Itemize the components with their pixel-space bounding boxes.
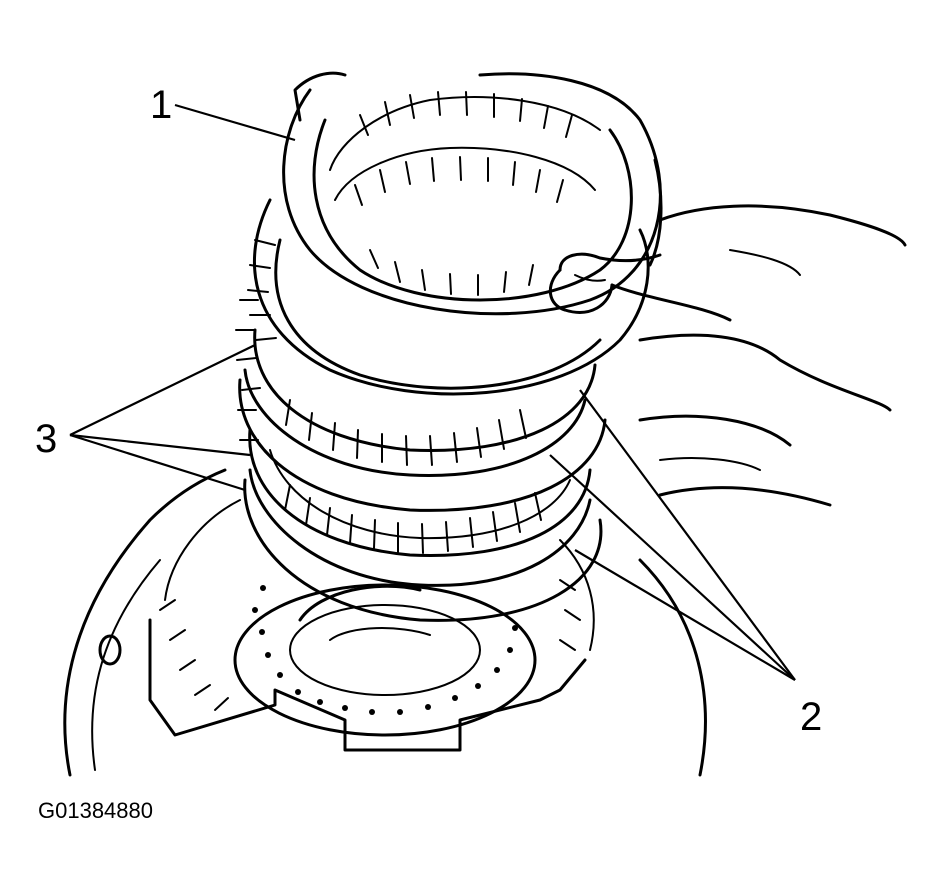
clutch-plate-stack [235,71,663,622]
technician-hand [549,204,907,507]
leader-3a [69,344,256,436]
hub-holes [252,585,518,715]
leader-3b [69,433,251,457]
clutch-housing [63,468,707,777]
callout-3-label: 3 [35,417,57,461]
lower-friction-teeth [284,484,542,554]
callout-leaders [69,103,796,681]
figure-code: G01384880 [38,798,153,823]
callout-1-label: 1 [150,83,172,127]
leader-2a [579,389,796,681]
outer-lug-teeth [235,239,277,441]
leader-2c [574,549,796,681]
middle-friction-teeth [285,399,527,466]
leader-3c [69,433,246,492]
callout-2-label: 2 [800,695,822,739]
top-inner-teeth [354,91,573,296]
leader-2b [549,454,796,681]
leader-1 [174,103,296,142]
